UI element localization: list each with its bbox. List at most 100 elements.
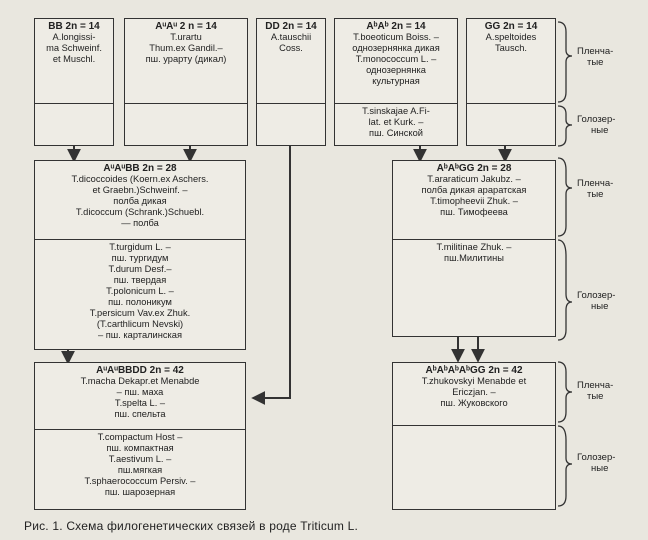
side-label-line: Пленча- xyxy=(577,380,614,391)
figure-caption: Рис. 1. Схема филогенетических связей в … xyxy=(24,519,359,533)
species-text: T.compactum Host – xyxy=(97,432,183,442)
genome-label: AᵘAᵘ 2 n = 14 xyxy=(155,21,217,32)
box-aubbdd: AᵘAᵘBBDD 2n = 42 T.macha Dekapr.et Menab… xyxy=(34,362,246,510)
species-text: Thum.ex Gandil.– xyxy=(149,43,223,53)
species-text: (T.carthlicum Nevski) xyxy=(96,319,184,329)
box-aubb-hulled: AᵘAᵘBB 2n = 28 T.dicoccoides (Koern.ex A… xyxy=(35,161,245,239)
species-text: T.boeoticum Boiss. – xyxy=(353,32,439,42)
box-ababgg: AᵇAᵇAᵇAᵇGG 2n = 42 T.zhukovskyi Menabde … xyxy=(392,362,556,510)
box-dd-naked xyxy=(257,103,325,145)
species-text: полба дикая араратская xyxy=(421,185,527,195)
species-text: T.dicoccoides (Koern.ex Aschers. xyxy=(71,174,209,184)
species-text: et Muschl. xyxy=(52,54,96,64)
brace-hulled-3 xyxy=(557,361,573,423)
species-text: пш. компактная xyxy=(106,443,174,453)
box-bb: BB 2n = 14 A.longissi- ma Schweinf. et M… xyxy=(34,18,114,146)
species-text: T.urartu xyxy=(170,32,202,42)
species-text: пш. Жуковского xyxy=(440,398,508,408)
genome-label: AᵇAᵇ 2n = 14 xyxy=(366,21,426,32)
genome-label: DD 2n = 14 xyxy=(265,21,317,32)
box-au: AᵘAᵘ 2 n = 14 T.urartu Thum.ex Gandil.– … xyxy=(124,18,248,146)
species-text: T.macha Dekapr.et Menabde xyxy=(80,376,200,386)
box-aubb-naked: T.turgidum L. – пш. тургидум T.durum Des… xyxy=(35,239,245,349)
side-label-line: тые xyxy=(587,57,604,68)
species-text: Ericzjan. – xyxy=(452,387,496,397)
species-text: T.zhukovskyi Menabde et xyxy=(421,376,527,386)
genome-label: AᵘAᵘBB 2n = 28 xyxy=(103,163,177,174)
species-text: T.militinae Zhuk. – xyxy=(436,242,512,252)
box-ababgg-hulled: AᵇAᵇAᵇAᵇGG 2n = 42 T.zhukovskyi Menabde … xyxy=(393,363,555,425)
species-text: A.tauschii xyxy=(270,32,312,42)
genome-label: BB 2n = 14 xyxy=(48,21,100,32)
box-abgg-naked: T.militinae Zhuk. – пш.Милитины xyxy=(393,239,555,336)
species-text: lat. et Kurk. – xyxy=(368,117,424,127)
box-ab-naked: T.sinskajae A.Fi- lat. et Kurk. – пш. Си… xyxy=(335,103,457,145)
species-text: пш. урарту (дикал) xyxy=(145,54,227,64)
species-text: однозернянка дикая xyxy=(352,43,440,53)
side-label-naked-3: Голозер- ные xyxy=(577,452,615,474)
box-aubbdd-naked: T.compactum Host – пш. компактная T.aest… xyxy=(35,429,245,509)
genome-label: GG 2n = 14 xyxy=(484,21,538,32)
species-text: T.durum Desf.– xyxy=(108,264,172,274)
species-text: культурная xyxy=(372,76,420,86)
species-text: пш. шарозерная xyxy=(104,487,176,497)
box-au-naked xyxy=(125,103,247,145)
side-label-line: ные xyxy=(591,301,609,312)
brace-naked-1 xyxy=(557,105,573,147)
species-text: ma Schweinf. xyxy=(46,43,102,53)
brace-naked-3 xyxy=(557,425,573,507)
box-bb-hulled: BB 2n = 14 A.longissi- ma Schweinf. et M… xyxy=(35,19,113,103)
box-ab: AᵇAᵇ 2n = 14 T.boeoticum Boiss. – однозе… xyxy=(334,18,458,146)
species-text: – пш. маха xyxy=(116,387,164,397)
species-text: пш. твердая xyxy=(113,275,167,285)
box-gg-hulled: GG 2n = 14 A.speltoides Tausch. xyxy=(467,19,555,103)
species-text: однозернянка xyxy=(366,65,426,75)
genome-label: AᵘAᵘBBDD 2n = 42 xyxy=(96,365,184,376)
brace-hulled-2 xyxy=(557,157,573,237)
box-aubb: AᵘAᵘBB 2n = 28 T.dicoccoides (Koern.ex A… xyxy=(34,160,246,350)
species-text: пш.мягкая xyxy=(117,465,163,475)
species-text: T.persicum Vav.ex Zhuk. xyxy=(89,308,191,318)
side-label-hulled-3: Пленча- тые xyxy=(577,380,613,402)
box-ab-hulled: AᵇAᵇ 2n = 14 T.boeoticum Boiss. – однозе… xyxy=(335,19,457,103)
brace-naked-2 xyxy=(557,239,573,341)
box-aubbdd-hulled: AᵘAᵘBBDD 2n = 42 T.macha Dekapr.et Menab… xyxy=(35,363,245,429)
species-text: — полба xyxy=(121,218,159,228)
species-text: T.polonicum L. – xyxy=(106,286,174,296)
genome-label: AᵇAᵇGG 2n = 28 xyxy=(436,163,512,174)
side-label-line: Голозер- xyxy=(577,452,616,463)
species-text: полба дикая xyxy=(113,196,167,206)
species-text: пш.Милитины xyxy=(444,253,504,263)
genome-label: AᵇAᵇAᵇAᵇGG 2n = 42 xyxy=(425,365,523,376)
species-text: T.timopheevii Zhuk. – xyxy=(430,196,518,206)
species-text: пш. спельта xyxy=(114,409,166,419)
side-label-hulled-2: Пленча- тые xyxy=(577,178,613,200)
side-label-naked-1: Голозер- ные xyxy=(577,114,615,136)
species-text: – пш. карталинская xyxy=(97,330,183,340)
box-abgg: AᵇAᵇGG 2n = 28 T.araraticum Jakubz. – по… xyxy=(392,160,556,337)
species-text: пш. Тимофеева xyxy=(440,207,508,217)
arrow-dd-to-aubbdd xyxy=(251,144,291,405)
side-label-line: ные xyxy=(591,125,609,136)
species-text: T.spelta L. – xyxy=(114,398,166,408)
species-text: A.longissi- xyxy=(52,32,96,42)
species-text: пш. тургидум xyxy=(111,253,169,263)
box-dd: DD 2n = 14 A.tauschii Coss. xyxy=(256,18,326,146)
side-label-line: тые xyxy=(587,391,604,402)
box-abgg-hulled: AᵇAᵇGG 2n = 28 T.araraticum Jakubz. – по… xyxy=(393,161,555,239)
species-text: et Graebn.)Schweinf. – xyxy=(92,185,188,195)
box-bb-naked xyxy=(35,103,113,145)
species-text: T.aestivum L. – xyxy=(108,454,172,464)
species-text: T.monococcum L. – xyxy=(355,54,437,64)
species-text: T.turgidum L. – xyxy=(109,242,171,252)
box-dd-hulled: DD 2n = 14 A.tauschii Coss. xyxy=(257,19,325,103)
species-text: T.sinskajae A.Fi- xyxy=(362,106,430,116)
box-au-hulled: AᵘAᵘ 2 n = 14 T.urartu Thum.ex Gandil.– … xyxy=(125,19,247,103)
side-label-line: тые xyxy=(587,189,604,200)
side-label-line: Пленча- xyxy=(577,178,614,189)
side-label-line: ные xyxy=(591,463,609,474)
side-label-line: Пленча- xyxy=(577,46,614,57)
side-label-hulled-1: Пленча- тые xyxy=(577,46,613,68)
species-text: T.araraticum Jakubz. – xyxy=(427,174,521,184)
